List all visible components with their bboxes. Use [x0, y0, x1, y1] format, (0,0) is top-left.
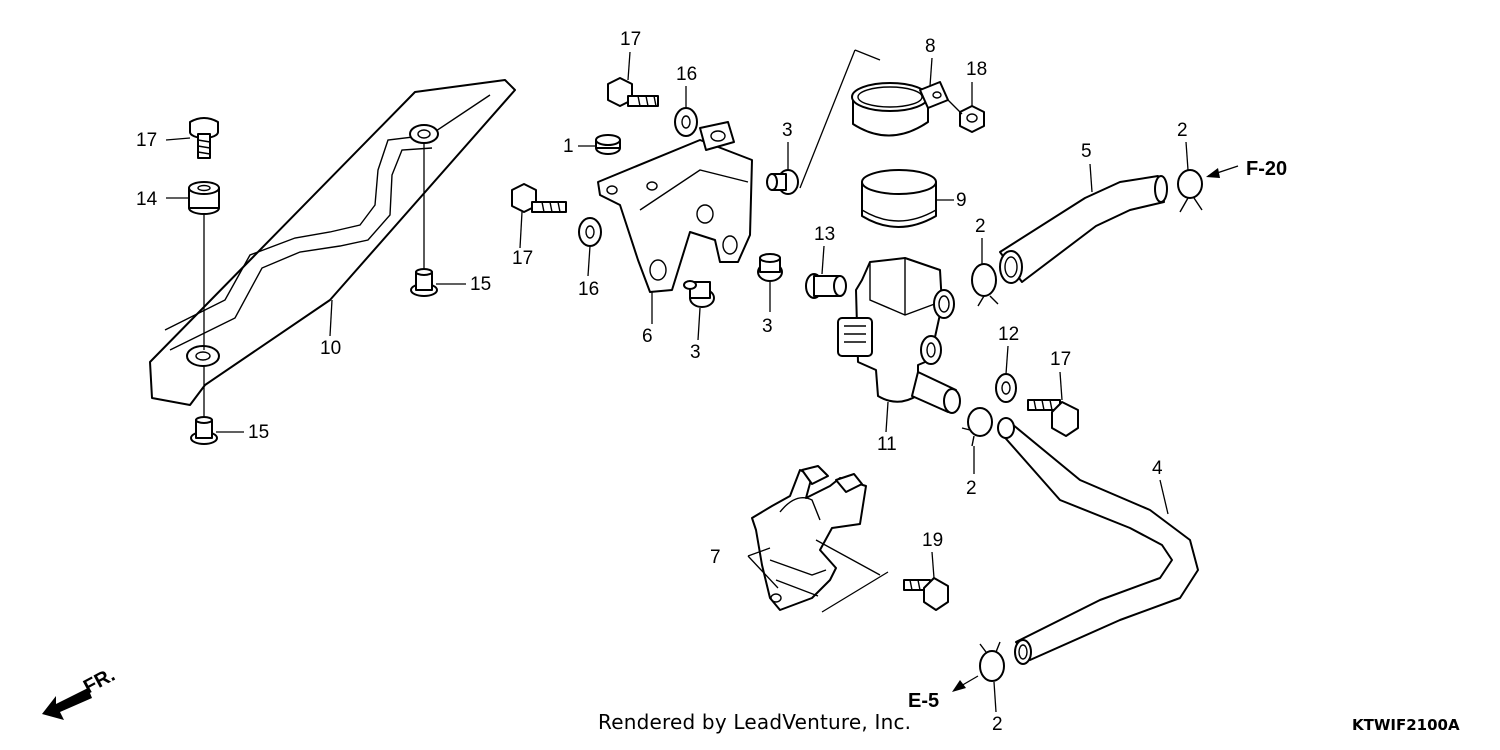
part-14-grommet: [188, 181, 220, 215]
callout-label: 18: [966, 59, 987, 80]
part-2-clip-c: [961, 407, 993, 447]
part-7-holder: [751, 465, 867, 611]
part-12-grommet: [995, 373, 1017, 403]
part-19-bolt: [903, 577, 949, 611]
callout-label: 10: [320, 338, 341, 359]
reference-e5: E-5: [908, 675, 979, 712]
reference-label-e5: E-5: [908, 690, 939, 712]
callout-label: 9: [956, 190, 967, 211]
part-13-collar: [805, 273, 847, 299]
render-credit: Rendered by LeadVenture, Inc.: [598, 710, 912, 734]
callout-label: 4: [1152, 458, 1163, 479]
callout-label: 8: [925, 36, 936, 57]
callout-label: 15: [248, 422, 269, 443]
part-1-grommet: [595, 134, 621, 155]
callout-label: 16: [578, 279, 599, 300]
callout-label: 15: [470, 274, 491, 295]
part-16-grommet-upper: [674, 107, 698, 137]
callout-label: 13: [814, 224, 835, 245]
part-6-bracket: [597, 121, 753, 293]
callout-label: 3: [762, 316, 773, 337]
part-3-collar-c: [683, 280, 715, 308]
callout-label: 19: [922, 530, 943, 551]
callout-label: 1: [563, 136, 574, 157]
callout-label: 7: [710, 547, 721, 568]
callout-label: 17: [136, 130, 157, 151]
callout-label: 3: [690, 342, 701, 363]
callout-label: 5: [1081, 141, 1092, 162]
part-17-bolt-left: [189, 117, 219, 159]
part-4-hose: [997, 417, 1199, 665]
part-2-clip-d: [979, 641, 1005, 682]
callout-label: 3: [782, 120, 793, 141]
callout-label: 2: [975, 216, 986, 237]
part-2-clip-b: [971, 263, 999, 307]
callout-label: 14: [136, 189, 158, 210]
front-direction-indicator: FR.: [42, 664, 119, 720]
part-9-cap: [861, 169, 937, 228]
callout-label: 2: [992, 714, 1003, 735]
callout-label: 17: [620, 29, 641, 50]
callout-label: 11: [877, 434, 897, 455]
part-15-collar-upper: [410, 268, 438, 297]
callout-label: 6: [642, 326, 653, 347]
callout-label: 16: [676, 64, 697, 85]
callout-label: 17: [1050, 349, 1071, 370]
part-3-collar-a: [766, 169, 799, 195]
part-16-grommet-lower: [578, 217, 602, 247]
part-3-collar-b: [757, 253, 783, 282]
callout-label: 12: [998, 324, 1019, 345]
reference-f20: F-20: [1206, 158, 1287, 180]
callout-label: 2: [966, 478, 977, 499]
part-11-valve: [837, 257, 961, 414]
callout-label: 2: [1177, 120, 1188, 141]
callout-label: 17: [512, 248, 533, 269]
leader-lines: [165, 51, 1189, 713]
part-8-band: [851, 81, 949, 137]
part-17-bolt-mid: [511, 183, 567, 213]
part-18-nut: [959, 105, 985, 133]
callout-labels: 17 16 8 18 17 1 3 2 5 14 9 13 2 17 16 15…: [136, 29, 1188, 735]
part-15-collar-lower: [190, 416, 218, 445]
diagram-code: KTWIF2100A: [1352, 716, 1460, 734]
part-17-bolt-upper: [607, 77, 659, 107]
part-17-bolt-right: [1027, 399, 1079, 437]
part-5-hose: [999, 175, 1168, 284]
part-2-clip-a: [1177, 169, 1203, 213]
reference-label-f20: F-20: [1246, 158, 1287, 180]
